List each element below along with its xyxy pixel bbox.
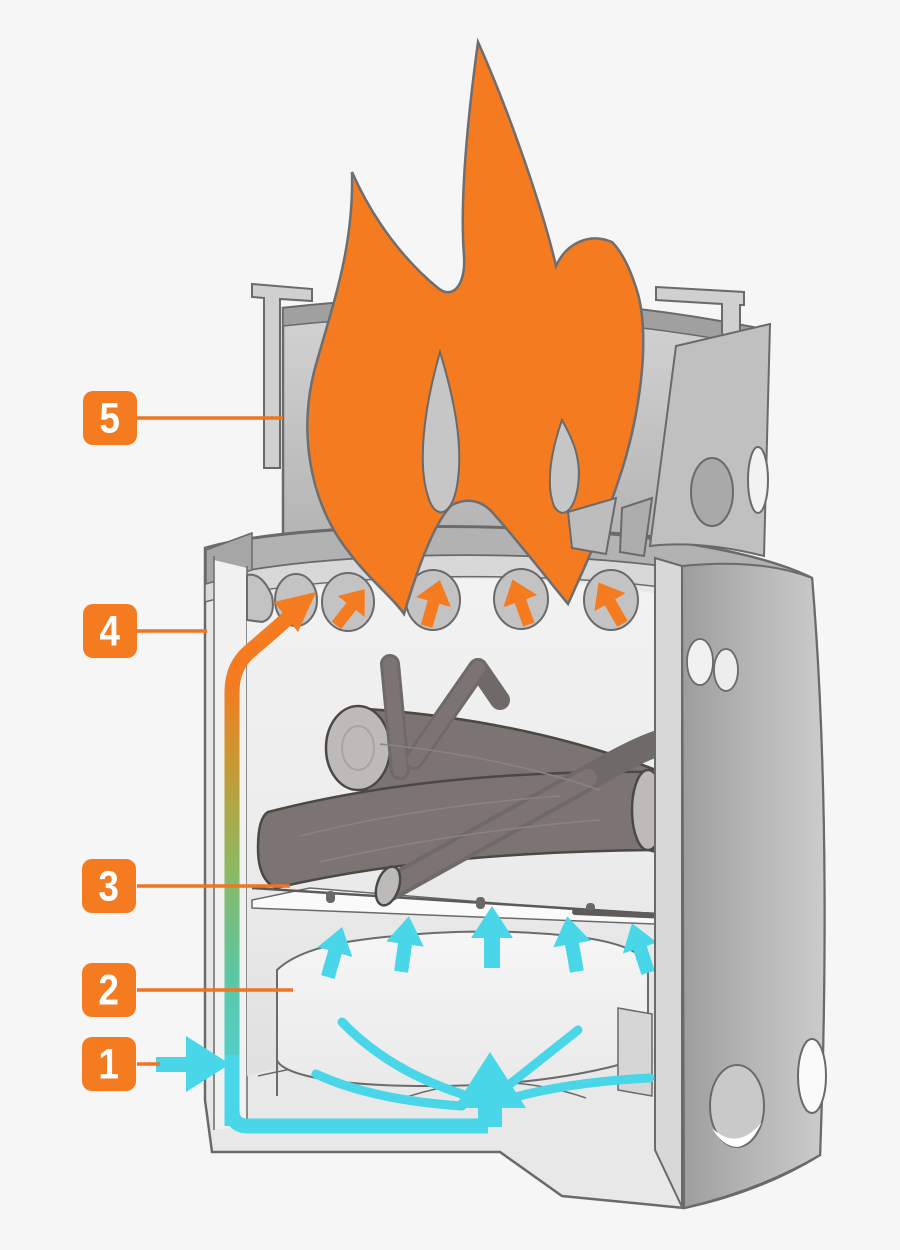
- callout-number: 3: [98, 861, 120, 910]
- up-arrow-icon: [553, 916, 591, 973]
- callout-number: 5: [99, 393, 121, 442]
- branch-end: [374, 865, 402, 907]
- center-up-arrowhead: [454, 1052, 526, 1108]
- intake-arrow: [156, 1036, 230, 1092]
- outer-wall-right: [654, 556, 827, 1210]
- callout-badge-3: 3: [82, 859, 136, 913]
- wall-hole: [713, 648, 739, 692]
- pot-support-prong-left: [251, 282, 313, 469]
- firewood-logs: [256, 654, 675, 907]
- ring-right-panel: [648, 322, 772, 558]
- callout-badge-2: 2: [82, 963, 136, 1017]
- flame-inner-cutout: [548, 417, 580, 514]
- up-arrow-icon: [331, 589, 365, 630]
- intake-hole: [797, 1038, 827, 1114]
- up-arrow-icon: [503, 579, 538, 627]
- ring-panel-hole: [690, 457, 734, 527]
- flame-inner-cutout: [421, 348, 461, 514]
- grate-peg: [476, 897, 485, 909]
- callout-lines: [137, 416, 293, 1066]
- ring-panel-hole: [747, 446, 769, 514]
- log-end: [324, 704, 392, 792]
- riser-arrowhead: [274, 592, 316, 632]
- intake-hole-light: [712, 1122, 762, 1147]
- up-arrow-icon: [386, 916, 424, 973]
- up-arrow-icon: [317, 927, 353, 979]
- bottom-flow-path: [224, 1055, 488, 1134]
- airflow: [156, 579, 655, 1134]
- flame: [306, 37, 645, 617]
- up-arrow-icon: [594, 582, 628, 627]
- ring-tab-wedge: [618, 496, 654, 558]
- grate-rod: [572, 909, 671, 919]
- vent-hole: [246, 573, 274, 624]
- callout-number: 1: [98, 1039, 120, 1088]
- callout-badge-4: 4: [83, 604, 137, 658]
- grate-peg: [326, 891, 335, 903]
- radiating-flow-lines: [311, 1017, 655, 1111]
- wall-cut-face: [654, 556, 683, 1208]
- up-arrow-icon: [622, 923, 658, 975]
- wall-riser-flow-path: [224, 610, 296, 1126]
- callout-badge-1: 1: [82, 1037, 136, 1091]
- up-arrow-icon: [416, 579, 451, 628]
- ring-front-right: [566, 322, 772, 558]
- callout-number: 2: [98, 965, 120, 1014]
- callout-number: 4: [99, 606, 121, 655]
- up-arrow-icon: [471, 906, 513, 968]
- ring-tab-wedge: [566, 496, 618, 556]
- callout-badge-5: 5: [83, 391, 137, 445]
- primary-air-arrows: [317, 906, 658, 979]
- secondary-air-arrows: [331, 579, 628, 630]
- wall-hole: [686, 638, 714, 686]
